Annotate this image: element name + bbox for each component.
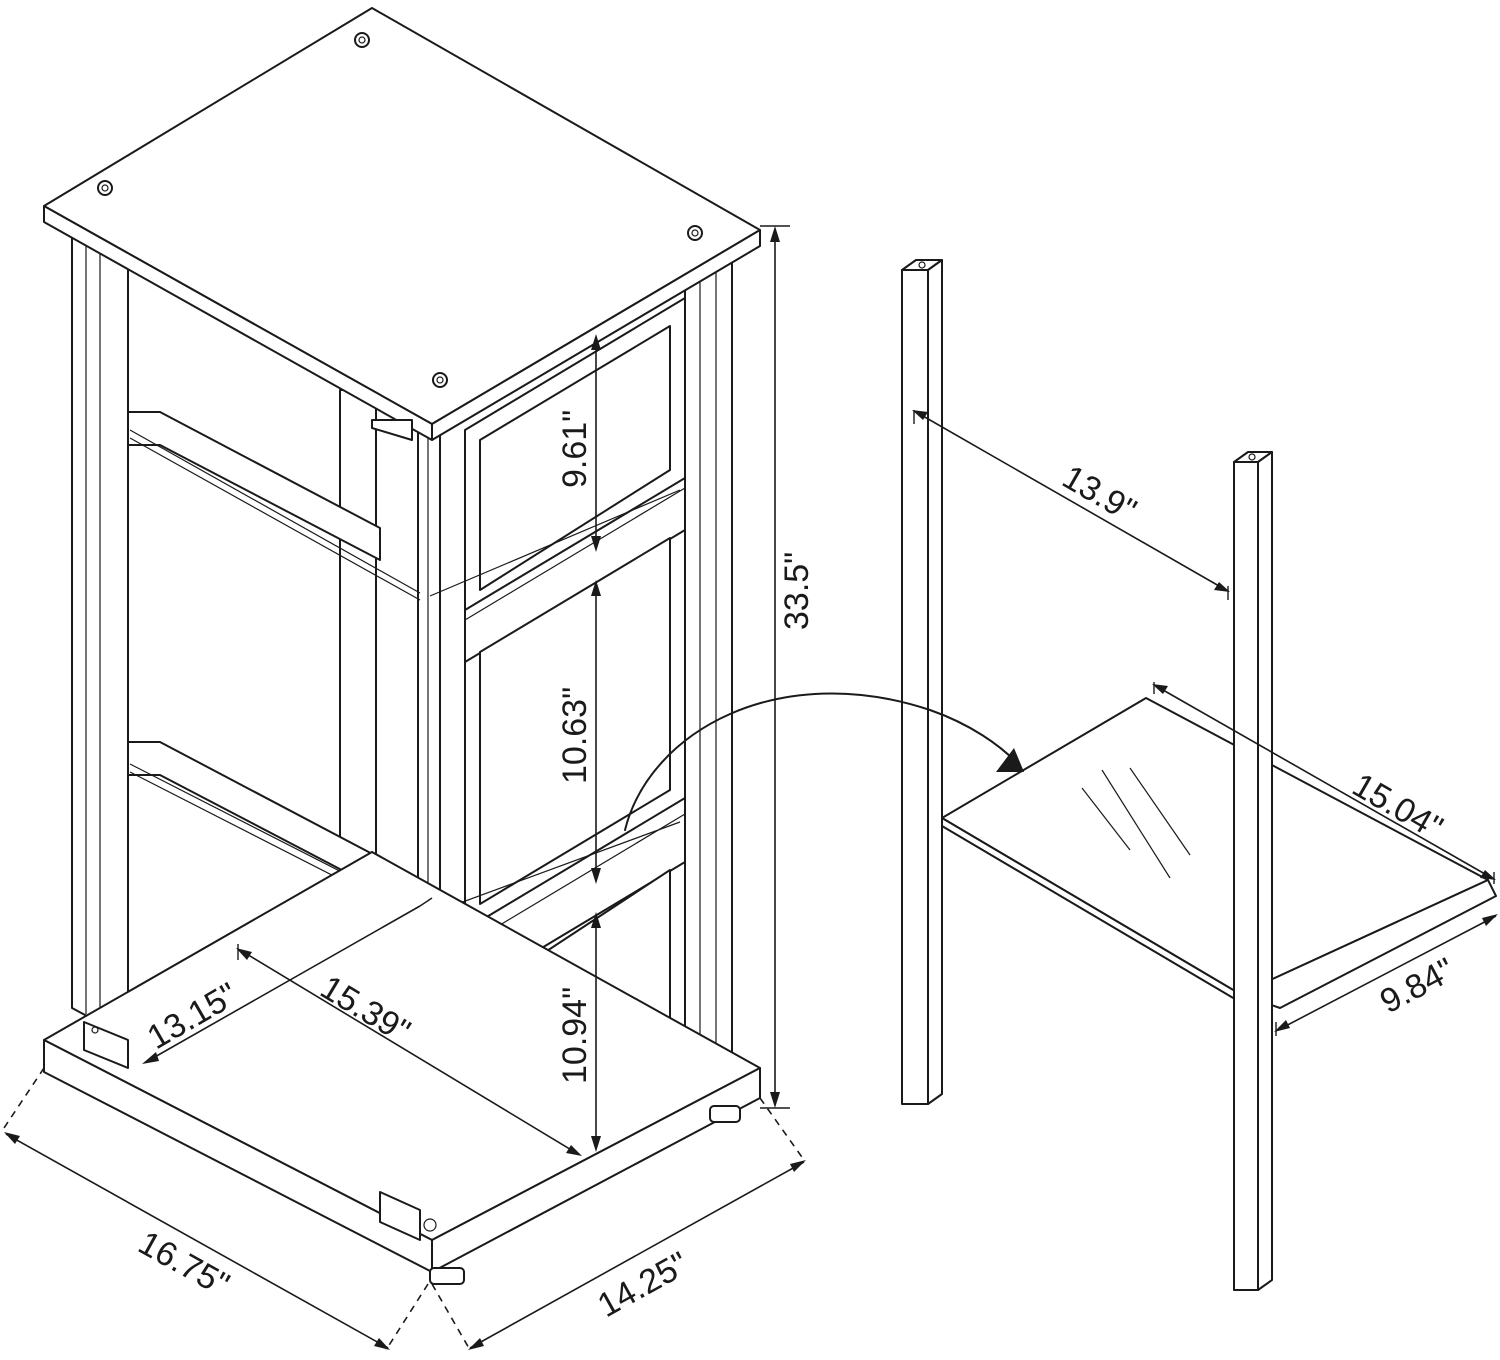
dimension-lines xyxy=(3,225,1498,1351)
shelf-assembly xyxy=(624,259,1497,1291)
shelf-gap-top-label: 9.61" xyxy=(556,410,594,488)
overall-height-label: 33.5" xyxy=(778,552,816,630)
display-cabinet xyxy=(43,7,761,1285)
shelf-gap-bottom-label: 10.94" xyxy=(556,987,594,1084)
base-depth-label: 14.25" xyxy=(591,1245,694,1325)
base-width-label: 16.75" xyxy=(132,1224,235,1304)
shelf-gap-middle-label: 10.63" xyxy=(556,687,594,784)
post-spacing-label: 13.9" xyxy=(1056,458,1143,530)
shelf-depth-label: 9.84" xyxy=(1374,951,1461,1021)
